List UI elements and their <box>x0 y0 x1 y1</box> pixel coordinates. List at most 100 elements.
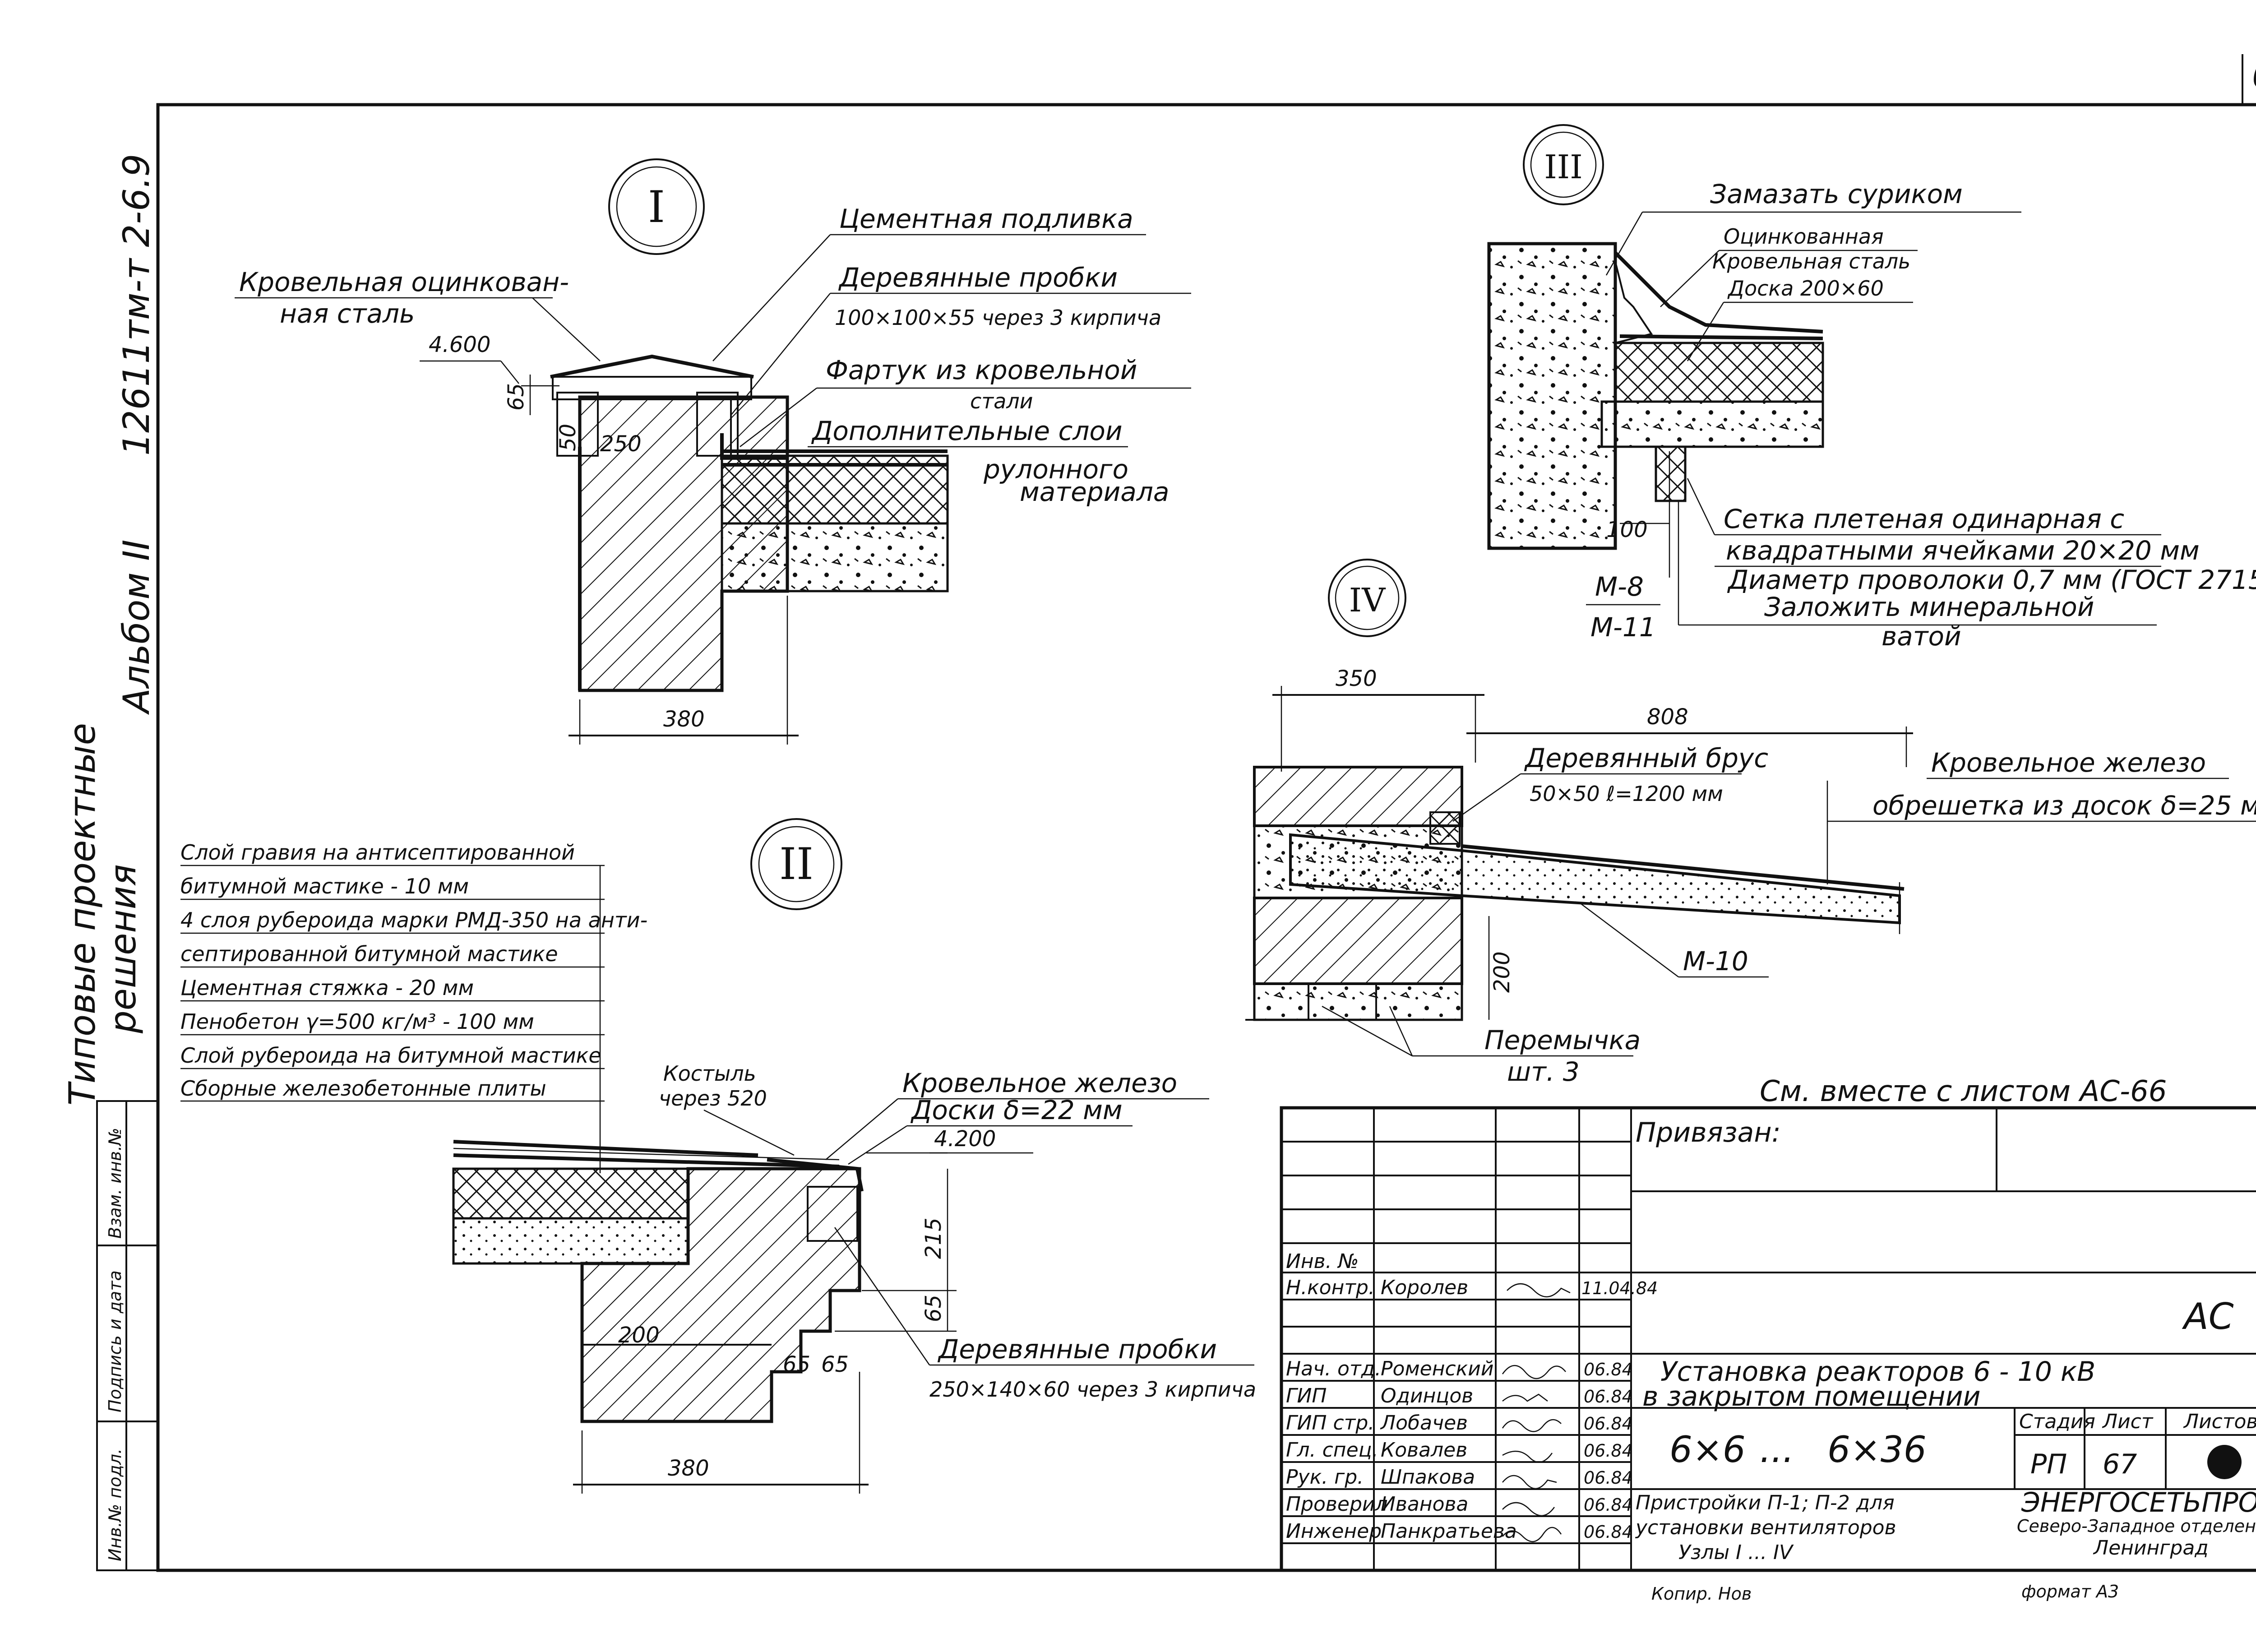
staff-name-2: Одинцов <box>1381 1384 1473 1407</box>
node-4-numeral: IV <box>1349 581 1386 619</box>
node-4-marker: IV <box>1328 559 1406 637</box>
node-4-m10: М-10 <box>1683 946 1748 976</box>
node-1-slab <box>721 522 949 592</box>
org-city: Ленинград <box>2093 1536 2209 1559</box>
staff-date-1: 06.84 <box>1584 1360 1633 1379</box>
node-2-dim-215: 215 <box>921 1217 946 1259</box>
node-4-dim-350: 350 <box>1336 666 1377 691</box>
node-3-slab <box>1600 400 1824 448</box>
staff-name-6: Иванова <box>1381 1493 1468 1516</box>
node-2-dim-380: 380 <box>668 1456 709 1481</box>
sheet-title-2: установки вентиляторов <box>1635 1516 1896 1539</box>
node-4-dim-200: 200 <box>1489 951 1515 993</box>
node-1-cap <box>550 354 754 379</box>
sheet-title-1: Пристройки П-1; П-2 для <box>1636 1491 1895 1514</box>
node-2-layer-legend: Слой гравия на антисептированной битумно… <box>180 840 647 1173</box>
node-4-dim-808: 808 <box>1647 704 1688 730</box>
node-2-crutch-1: Костыль <box>663 1061 756 1086</box>
staff-role-2: ГИП <box>1286 1384 1327 1407</box>
node-2-layer-6: Пенобетон γ=500 кг/м³ - 100 мм <box>180 1009 534 1034</box>
series-line-2: решения <box>102 864 144 1034</box>
staff-name-5: Шпакова <box>1381 1466 1475 1489</box>
node-2-level: 4.200 <box>934 1126 996 1152</box>
stage-value: РП <box>2030 1448 2067 1480</box>
range-from: 6×6 <box>1669 1429 1746 1471</box>
album-label: Альбом II <box>116 540 157 715</box>
node-4-lintel <box>1253 982 1463 1021</box>
node-1-apron-2: стали <box>970 389 1033 413</box>
node-3-dim-100: 100 <box>1606 517 1648 542</box>
staff-role-7: Инженер <box>1286 1520 1382 1543</box>
node-2-numeral: II <box>779 839 814 889</box>
node-2-slab <box>452 1217 689 1265</box>
node-4-beam-1: Деревянный брус <box>1524 743 1768 773</box>
title-inv: Инв. № <box>1286 1250 1359 1273</box>
node-3-minium: Замазать суриком <box>1710 179 1963 209</box>
node-2-dim-200: 200 <box>618 1323 660 1348</box>
node-2-plugs: Деревянные пробки <box>937 1334 1217 1365</box>
node-1-extra-2: рулонного <box>983 454 1128 485</box>
node-2-layer-8: Сборные железобетонные плиты <box>180 1076 546 1101</box>
node-1-plugs-size: 100×100×55 через 3 кирпича <box>835 305 1161 330</box>
node-1-numeral: I <box>648 182 665 232</box>
copied-note: Копир. Нов <box>1651 1584 1752 1604</box>
format-note: формат А3 <box>2021 1582 2119 1601</box>
node-2: II Слой гравия на антисептированной биту… <box>180 818 1256 1494</box>
title-code: АС <box>2182 1296 2234 1337</box>
doc-code: 12611тм-т 2-6.9 <box>116 154 157 456</box>
node-3-wool-1: Заложить минеральной <box>1764 592 2094 622</box>
stamp-sign-date: Подпись и дата <box>105 1270 125 1412</box>
node-3-mesh-3: Диаметр проволоки 0,7 мм (ГОСТ 2715-44) <box>1727 565 2256 595</box>
node-2-roof-iron: Кровельное железо <box>902 1068 1177 1098</box>
node-1-dim-65: 65 <box>504 383 529 411</box>
staff-role-0: Н.контр. <box>1286 1276 1375 1299</box>
node-3-galv-2: Кровельная сталь <box>1712 249 1910 273</box>
node-3-marker: III <box>1523 124 1604 205</box>
node-1-extra-3: материала <box>1020 477 1169 507</box>
staff-role-4: Гл. спец. <box>1286 1439 1378 1462</box>
node-4: IV 350 808 200 Деревянный брус 50×50 ℓ=1… <box>1245 559 2256 1087</box>
node-2-insulation <box>452 1167 689 1220</box>
node-2-layer-1: Слой гравия на антисептированной <box>180 840 575 865</box>
node-1-plugs: Деревянные пробки <box>838 262 1118 293</box>
node-3-numeral: III <box>1544 148 1582 186</box>
node-3-mark-top: М-8 <box>1595 571 1644 602</box>
node-2-plugs-size: 250×140×60 через 3 кирпича <box>929 1377 1256 1402</box>
node-3: III 100 М-8 М-11 Замазать суриком Оцинко… <box>1487 124 2256 652</box>
range-to: 6×36 <box>1827 1429 1927 1471</box>
title-bound: Привязан: <box>1636 1117 1781 1148</box>
page-number: 68 <box>2251 55 2256 97</box>
node-1-extra-1: Дополнительные слои <box>811 416 1123 446</box>
node-1-apron-1: Фартук из кровельной <box>826 355 1137 385</box>
staff-name-4: Ковалев <box>1381 1439 1467 1462</box>
node-4-lintel-1: Перемычка <box>1484 1025 1641 1055</box>
node-1-insulation <box>721 454 949 525</box>
node-2-dim-65a: 65 <box>783 1352 810 1377</box>
node-2-layer-7: Слой рубероида на битумной мастике <box>180 1043 601 1068</box>
node-1: I 4.600 65 50 250 380 Кровельная оцинков… <box>235 158 1191 745</box>
sheet-number: 67 <box>2103 1448 2137 1480</box>
node-1-dim-50: 50 <box>555 424 581 451</box>
node-1-cement: Цементная подливка <box>839 204 1133 234</box>
node-2-layer-4: септированной битумной мастике <box>180 942 558 966</box>
staff-name-1: Роменский <box>1381 1357 1493 1380</box>
staff-role-6: Проверил <box>1286 1493 1388 1516</box>
stamp-replace-inv: Взам. инв.№ <box>105 1128 125 1239</box>
staff-name-0: Королев <box>1381 1276 1468 1299</box>
node-4-lower-wall <box>1253 897 1463 985</box>
node-3-board-label: Доска 200×60 <box>1727 276 1884 301</box>
node-2-crutch-2: через 520 <box>659 1086 767 1111</box>
project-line-1: Установка реакторов 6 - 10 кВ <box>1660 1356 2095 1388</box>
node-1-dim-250: 250 <box>600 431 642 457</box>
signatures <box>1502 1283 1571 1542</box>
org-branch: Северо-Западное отделение <box>2017 1516 2256 1536</box>
staff-date-3: 06.84 <box>1584 1414 1633 1434</box>
node-2-layer-5: Цементная стяжка - 20 мм <box>180 976 474 1000</box>
sheet-header: Лист <box>2102 1410 2154 1433</box>
node-4-upper-wall <box>1253 766 1463 827</box>
staff-date-0: 11.04.84 <box>1581 1278 1658 1298</box>
node-1-marker: I <box>608 158 705 255</box>
node-1-dim-380: 380 <box>663 707 705 732</box>
node-2-wall <box>580 1167 861 1423</box>
